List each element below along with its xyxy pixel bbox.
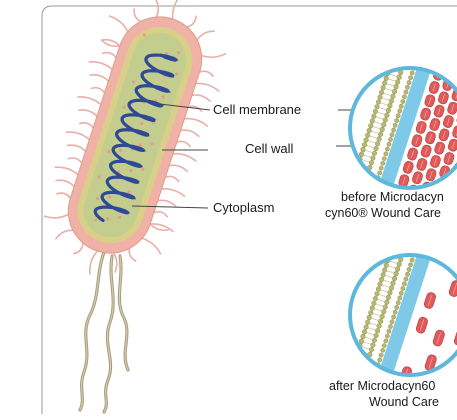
caption-after-line1: after Microdacyn60	[329, 379, 435, 394]
caption-after-line2: Wound Care	[369, 395, 439, 410]
caption-before-line1: before Microdacyn	[341, 190, 444, 205]
label-cell-wall: Cell wall	[245, 142, 293, 156]
label-cytoplasm: Cytoplasm	[213, 201, 274, 215]
label-cell-membrane: Cell membrane	[213, 103, 301, 117]
caption-before-line2: cyn60® Wound Care	[325, 206, 441, 221]
